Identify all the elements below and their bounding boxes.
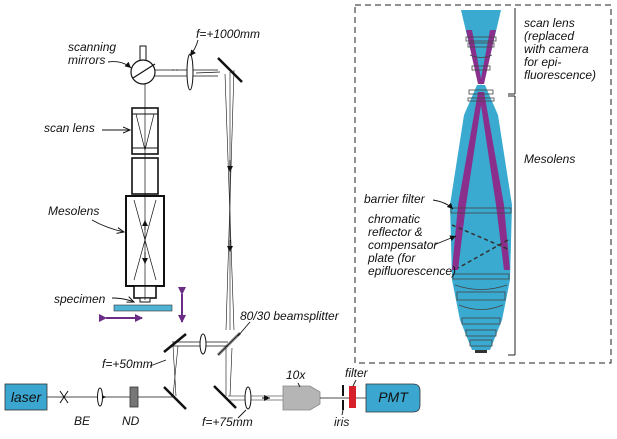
- f75-arrow: [237, 409, 247, 419]
- label-f75: f=+75mm: [202, 415, 253, 429]
- f1000-arrow: [189, 39, 199, 57]
- laser-box: [4, 383, 48, 411]
- inset-barrier-arrow: [432, 199, 454, 210]
- inset-scan-lens-elements: [465, 36, 497, 102]
- inset-purple-upper-right: [480, 30, 496, 84]
- label-mesolens: Mesolens: [48, 204, 100, 218]
- inset-purple-upper-left: [466, 30, 482, 84]
- beam-to-fold-mirror: [155, 69, 221, 77]
- iris-arrow: [341, 409, 344, 416]
- objective-10x: [282, 385, 321, 411]
- lens-mid: [199, 333, 207, 355]
- inset-label-barrier-filter: barrier filter: [364, 192, 425, 206]
- beam-expander: [59, 390, 69, 404]
- label-f50: f=+50mm: [102, 357, 153, 371]
- f50-arrow: [149, 359, 167, 367]
- inset-label-reflector: chromatic reflector & compensator plate …: [368, 212, 457, 278]
- scanning-mirrors-arrow: [107, 61, 132, 69]
- inset-purple-mid-right: [496, 205, 510, 270]
- be-lens: [97, 387, 103, 407]
- inset-purple-lower-left: [458, 92, 483, 205]
- objective-arrow: [297, 382, 301, 388]
- inset-mesolens-elements: [450, 207, 512, 347]
- label-scanning-mirrors: scanning mirrors: [68, 40, 117, 67]
- mirror-f50-top: [163, 333, 187, 353]
- nd-filter: [129, 386, 139, 408]
- label-scan-lens: scan lens: [44, 121, 95, 135]
- lens-f1000: [186, 53, 194, 91]
- label-f1000: f=+1000mm: [196, 27, 261, 41]
- mesolens-arrow: [91, 219, 124, 232]
- specimen: [113, 304, 173, 312]
- inset-reflector-line-2: [457, 239, 509, 269]
- inset-purple-lower-right: [479, 92, 504, 205]
- inset-label-mesolens: Mesolens: [524, 152, 576, 166]
- inset-purple-mid-left: [452, 205, 466, 270]
- beamsplitter-arrow: [237, 321, 251, 337]
- red-filter: [349, 386, 356, 408]
- label-laser: laser: [10, 389, 42, 405]
- beam-f75: [225, 347, 283, 401]
- label-nd: ND: [122, 414, 140, 428]
- inset-reflector-line-1: [451, 224, 511, 251]
- label-pmt: PMT: [378, 389, 408, 405]
- label-specimen: specimen: [54, 292, 106, 306]
- vertical-beam: [224, 69, 235, 331]
- inset-specimen: [475, 350, 487, 353]
- inset-reflector-arrow: [433, 235, 457, 246]
- inset-label-scan-lens: scan lens (replaced with camera for epi-…: [524, 16, 597, 82]
- pmt-box: [365, 383, 421, 413]
- label-beamsplitter: 80/30 beamsplitter: [240, 309, 339, 323]
- fold-mirror-top: [217, 57, 243, 83]
- inset-beam-lower: [450, 85, 512, 350]
- label-iris: iris: [334, 415, 350, 429]
- specimen-arrow: [111, 298, 134, 302]
- filter-arrow: [352, 379, 357, 387]
- scan-mirror-plate: [132, 63, 156, 79]
- label-objective: 10x: [286, 368, 306, 382]
- mirror-f75: [213, 385, 237, 409]
- inset-frame: [354, 4, 612, 364]
- lens-f75: [244, 386, 252, 410]
- beam-f50-vertical: [172, 345, 179, 397]
- label-be: BE: [74, 414, 91, 428]
- mirror-f50-bottom: [163, 386, 187, 410]
- label-filter: filter: [345, 366, 368, 380]
- inset-beam-upper: [461, 10, 501, 85]
